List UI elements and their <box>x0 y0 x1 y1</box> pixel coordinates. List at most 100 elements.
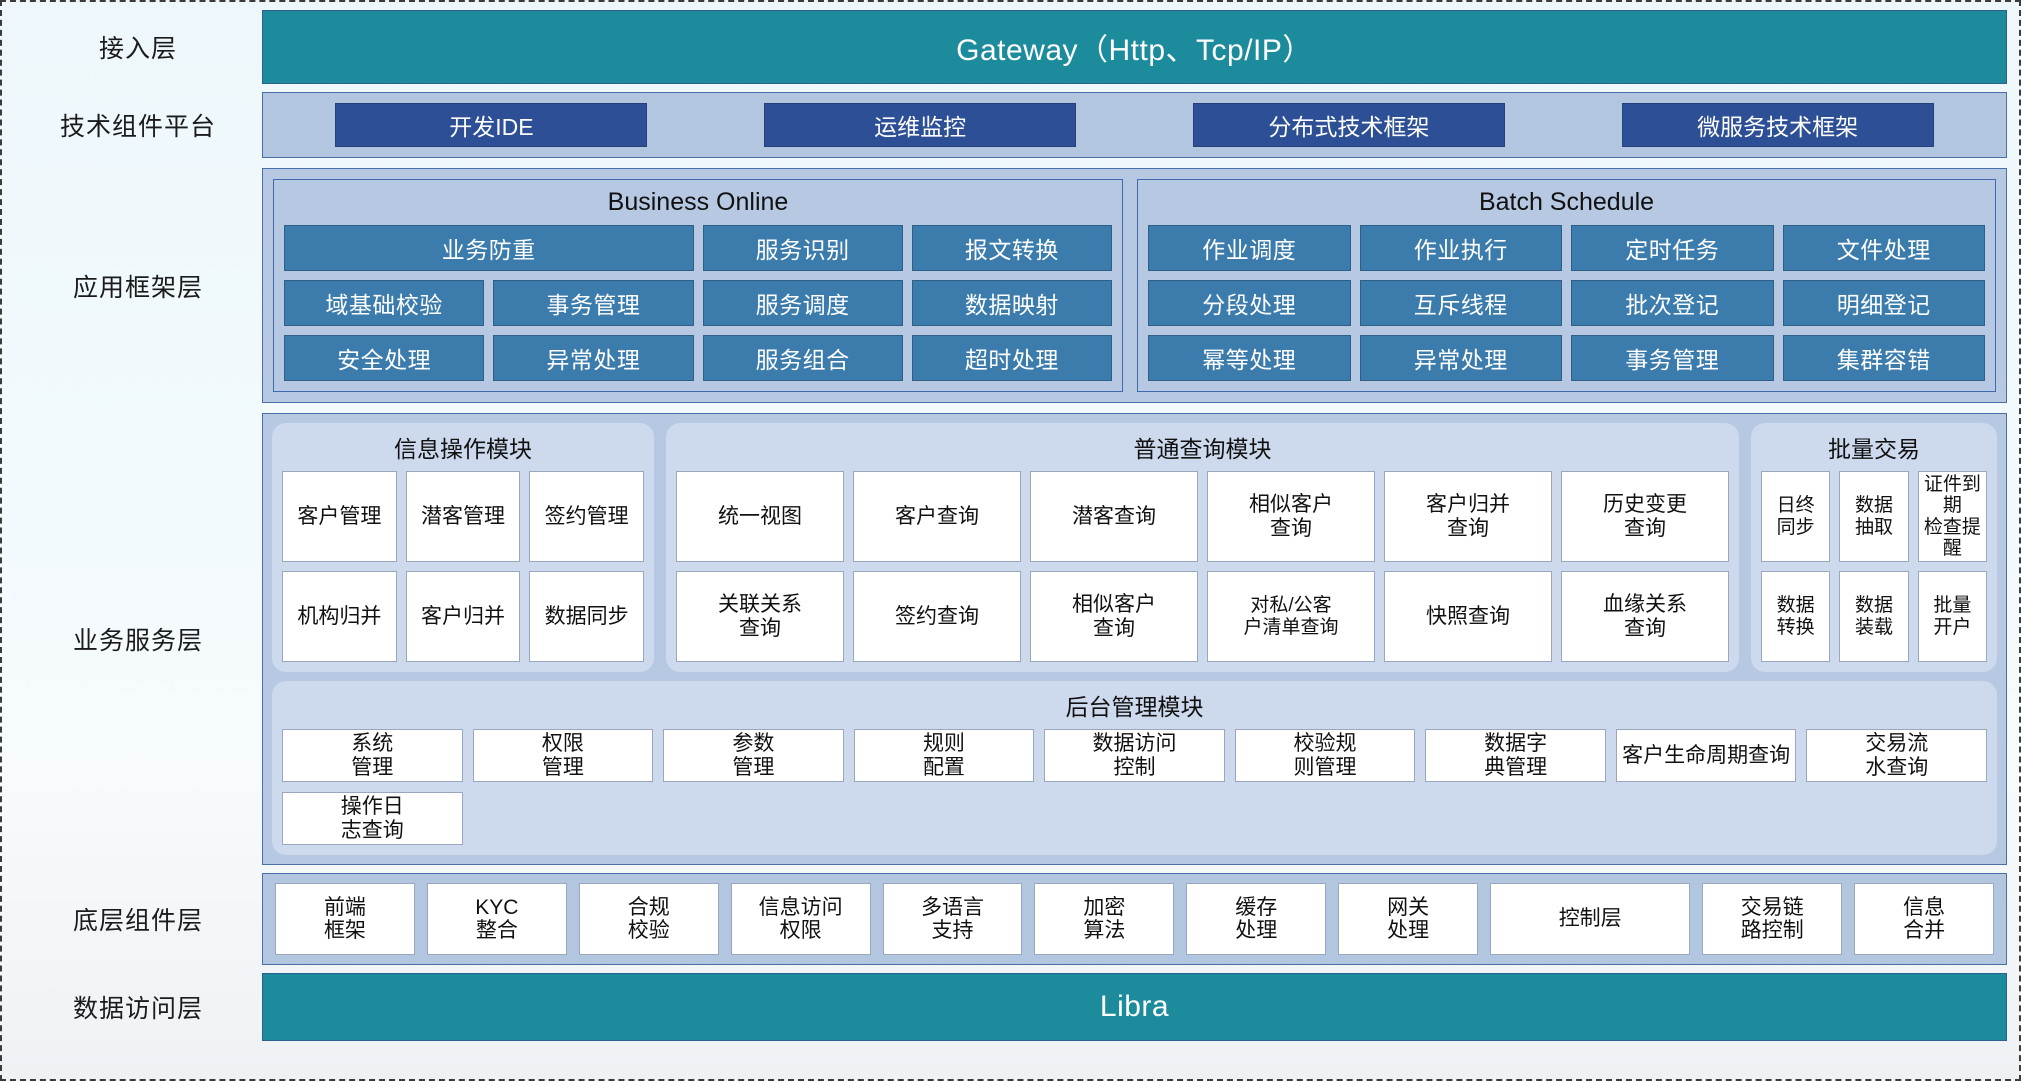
fw-chip-batch-transaction-mgmt[interactable]: 事务管理 <box>1571 335 1774 381</box>
libra-bar[interactable]: Libra <box>262 973 2007 1042</box>
cell-customer-query[interactable]: 客户查询 <box>853 471 1021 563</box>
fw-chip-cluster-fault-tolerance[interactable]: 集群容错 <box>1782 335 1985 381</box>
cell-parameter-mgmt[interactable]: 参数管理 <box>663 729 844 783</box>
cell-org-merge[interactable]: 机构归并 <box>282 571 397 663</box>
fw-chip-message-transform[interactable]: 报文转换 <box>911 225 1112 271</box>
cell-permission-mgmt[interactable]: 权限管理 <box>472 729 654 783</box>
business-service-top-row: 信息操作模块 客户管理 潜客管理 签约管理 机构归并 客户归并 数据同步 普通查… <box>272 423 1997 673</box>
cell-cache-processing[interactable]: 缓存处理 <box>1186 883 1327 956</box>
app-framework-band: Business Online 业务防重 服务识别 报文转换 域基础校验 事务管… <box>262 168 2007 403</box>
tech-chip-ide[interactable]: 开发IDE <box>335 103 648 147</box>
cell-unified-view[interactable]: 统一视图 <box>676 471 844 563</box>
ordinary-query-grid: 统一视图 客户查询 潜客查询 相似客户查询 客户归并查询 历史变更查询 关联关系… <box>676 471 1729 663</box>
fw-chip-job-execution[interactable]: 作业执行 <box>1359 225 1562 271</box>
cell-compliance-check[interactable]: 合规校验 <box>578 883 719 956</box>
fw-chip-service-scheduling[interactable]: 服务调度 <box>702 280 903 326</box>
cell-data-access-control[interactable]: 数据访问控制 <box>1044 729 1225 783</box>
cell-data-sync[interactable]: 数据同步 <box>529 571 644 663</box>
cell-lineage-relationship-query[interactable]: 血缘关系查询 <box>1561 571 1729 663</box>
cell-private-corporate-list-query[interactable]: 对私/公客户清单查询 <box>1207 571 1375 663</box>
fw-chip-exception-processing[interactable]: 异常处理 <box>493 335 694 381</box>
layer-label-bottom-component: 底层组件层 <box>72 907 203 936</box>
group-title-ordinary-query: 普通查询模块 <box>1133 436 1272 462</box>
cell-contract-query[interactable]: 签约查询 <box>853 571 1021 663</box>
tech-chip-microservice-framework[interactable]: 微服务技术框架 <box>1621 103 1934 147</box>
group-info-operation-module: 信息操作模块 客户管理 潜客管理 签约管理 机构归并 客户归并 数据同步 <box>272 423 654 673</box>
cell-snapshot-query[interactable]: 快照查询 <box>1384 571 1552 663</box>
cell-multilanguage-support[interactable]: 多语言支持 <box>882 883 1023 956</box>
cell-relationship-query[interactable]: 关联关系查询 <box>676 571 844 663</box>
group-title-info-operation: 信息操作模块 <box>394 436 532 462</box>
cell-rule-config[interactable]: 规则配置 <box>853 729 1035 783</box>
cell-history-change-query[interactable]: 历史变更查询 <box>1561 471 1729 563</box>
cell-validation-rule-mgmt[interactable]: 校验规则管理 <box>1234 729 1416 783</box>
fw-chip-timed-task[interactable]: 定时任务 <box>1571 225 1774 271</box>
cell-batch-account-open[interactable]: 批量开户 <box>1917 571 1987 663</box>
cell-frontend-framework[interactable]: 前端框架 <box>275 883 415 956</box>
cell-customer-merge[interactable]: 客户归并 <box>405 571 521 663</box>
cell-customer-merge-query[interactable]: 客户归并查询 <box>1384 471 1552 563</box>
layer-app-framework: 应用框架层 Business Online 业务防重 服务识别 报文转换 域基础… <box>14 168 2007 403</box>
fw-chip-segment-processing[interactable]: 分段处理 <box>1148 280 1351 326</box>
fw-chip-timeout-processing[interactable]: 超时处理 <box>911 335 1112 381</box>
cell-control-layer[interactable]: 控制层 <box>1490 883 1691 956</box>
cell-contract-mgmt[interactable]: 签约管理 <box>529 471 644 563</box>
fw-chip-data-mapping[interactable]: 数据映射 <box>911 280 1112 326</box>
fw-chip-batch-exception-processing[interactable]: 异常处理 <box>1359 335 1562 381</box>
fw-chip-security-processing[interactable]: 安全处理 <box>284 335 485 381</box>
fw-chip-file-processing[interactable]: 文件处理 <box>1782 225 1985 271</box>
cell-eod-sync[interactable]: 日终同步 <box>1761 471 1831 563</box>
fw-chip-idempotent-processing[interactable]: 幂等处理 <box>1148 335 1351 381</box>
layer-data-access: 数据访问层 Libra <box>14 973 2007 1042</box>
fw-chip-batch-registration[interactable]: 批次登记 <box>1571 280 1774 326</box>
cell-customer-lifecycle-query[interactable]: 客户生命周期查询 <box>1615 729 1797 783</box>
batch-schedule-grid: 作业调度 作业执行 定时任务 文件处理 分段处理 互斥线程 批次登记 明细登记 … <box>1148 225 1985 381</box>
fw-chip-transaction-mgmt[interactable]: 事务管理 <box>493 280 694 326</box>
tech-chip-ops-monitor[interactable]: 运维监控 <box>764 103 1077 147</box>
cell-customer-mgmt[interactable]: 客户管理 <box>282 471 397 563</box>
fw-chip-mutex-thread[interactable]: 互斥线程 <box>1359 280 1562 326</box>
cell-data-transform[interactable]: 数据转换 <box>1761 571 1831 663</box>
cell-similar-customer-query-2[interactable]: 相似客户查询 <box>1030 571 1198 663</box>
cell-transaction-chain-control[interactable]: 交易链路控制 <box>1702 883 1843 956</box>
cell-info-merge[interactable]: 信息合并 <box>1854 883 1995 956</box>
fw-chip-domain-validation[interactable]: 域基础校验 <box>284 280 485 326</box>
group-batch-transaction: 批量交易 日终同步 数据抽取 证件到期检查提醒 数据转换 数据装载 批量开户 <box>1751 423 1997 673</box>
layer-label-data-access: 数据访问层 <box>72 995 203 1024</box>
cell-data-dictionary-mgmt[interactable]: 数据字典管理 <box>1425 729 1606 783</box>
cell-gateway-processing[interactable]: 网关处理 <box>1338 883 1479 956</box>
layer-access: 接入层 Gateway（Http、Tcp/IP） <box>14 10 2007 84</box>
cell-similar-customer-query-1[interactable]: 相似客户查询 <box>1207 471 1375 563</box>
cell-data-extract[interactable]: 数据抽取 <box>1839 471 1909 563</box>
cell-system-mgmt[interactable]: 系统管理 <box>282 729 463 783</box>
group-title-business-online: Business Online <box>607 188 789 216</box>
gateway-bar[interactable]: Gateway（Http、Tcp/IP） <box>262 10 2007 84</box>
group-title-admin-module: 后台管理模块 <box>1065 694 1204 721</box>
layer-label-access: 接入层 <box>98 35 177 63</box>
cell-operation-log-query[interactable]: 操作日志查询 <box>282 792 463 846</box>
batch-transaction-grid: 日终同步 数据抽取 证件到期检查提醒 数据转换 数据装载 批量开户 <box>1761 471 1987 663</box>
fw-chip-service-identify[interactable]: 服务识别 <box>702 225 903 271</box>
fw-chip-service-composition[interactable]: 服务组合 <box>702 335 903 381</box>
admin-module-grid: 系统管理 权限管理 参数管理 规则配置 数据访问控制 校验规则管理 数据字典管理… <box>282 729 1987 846</box>
fw-chip-detail-registration[interactable]: 明细登记 <box>1782 280 1985 326</box>
business-online-grid: 业务防重 服务识别 报文转换 域基础校验 事务管理 服务调度 数据映射 安全处理… <box>284 225 1112 381</box>
cell-prospect-mgmt[interactable]: 潜客管理 <box>405 471 521 563</box>
business-service-band: 信息操作模块 客户管理 潜客管理 签约管理 机构归并 客户归并 数据同步 普通查… <box>262 413 2007 866</box>
cell-encryption-algorithm[interactable]: 加密算法 <box>1034 883 1175 956</box>
cell-certificate-expiry-reminder[interactable]: 证件到期检查提醒 <box>1917 471 1987 563</box>
layer-label-tech: 技术组件平台 <box>59 113 216 141</box>
tech-chip-distributed-framework[interactable]: 分布式技术框架 <box>1192 103 1505 147</box>
cell-transaction-flow-query[interactable]: 交易流水查询 <box>1806 729 1987 783</box>
group-ordinary-query-module: 普通查询模块 统一视图 客户查询 潜客查询 相似客户查询 客户归并查询 历史变更… <box>666 423 1739 673</box>
fw-chip-business-dedup[interactable]: 业务防重 <box>284 225 694 271</box>
cell-prospect-query[interactable]: 潜客查询 <box>1030 471 1198 563</box>
fw-chip-job-scheduling[interactable]: 作业调度 <box>1148 225 1351 271</box>
layer-tech-platform: 技术组件平台 开发IDE 运维监控 分布式技术框架 微服务技术框架 <box>14 92 2007 158</box>
group-title-batch-transaction: 批量交易 <box>1828 436 1920 462</box>
cell-data-load[interactable]: 数据装载 <box>1839 571 1909 663</box>
cell-info-access-permission[interactable]: 信息访问权限 <box>730 883 871 956</box>
